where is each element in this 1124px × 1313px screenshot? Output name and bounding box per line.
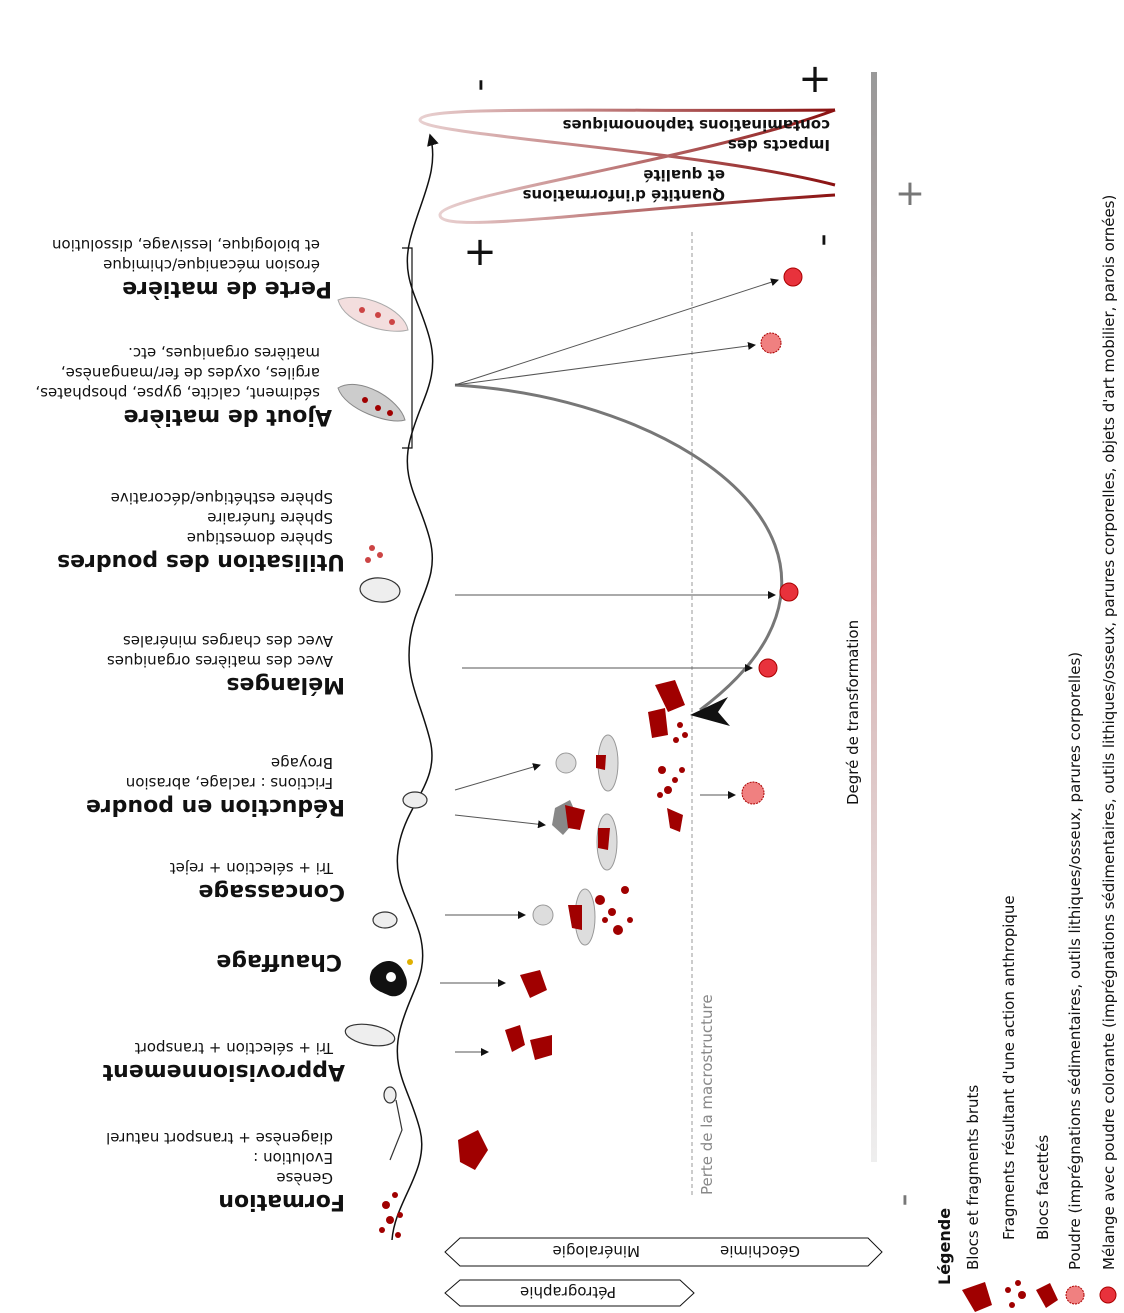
method-petro: Pétrographie — [520, 1283, 616, 1301]
mix-point — [783, 267, 803, 287]
legend-item-fragments: Fragments résultant d'une action anthrop… — [1000, 895, 1018, 1240]
legend-raw-icon — [962, 1282, 992, 1312]
legend-title: Légende — [935, 1208, 954, 1285]
legend: Légende Blocs et fragments bruts Fragmen… — [935, 195, 1118, 1312]
impacts-line-2: contaminations taphonomiques — [562, 116, 830, 134]
stage-subtext: matières organiques, etc. — [128, 344, 320, 362]
stage-3: Concassage Tri + sélection + rejet — [170, 859, 345, 904]
stage-subtext: et biologique, lessivage, dissolution — [52, 236, 320, 254]
transformation-axis — [871, 72, 877, 1162]
arrow-to-red-point — [454, 278, 779, 386]
impacts-label-group: Impacts des contaminations taphonomiques — [562, 116, 830, 154]
stage-title: Ajout de matière — [124, 404, 332, 429]
loop-minus-bottom: - — [805, 234, 846, 247]
stage-title: Utilisation des poudres — [57, 549, 345, 574]
stage-subtext: Sphère esthétique/décorative — [111, 489, 333, 507]
impacts-line-1: Impacts des — [728, 136, 830, 154]
stage-subtext: diagenèse + transport naturel — [106, 1129, 333, 1147]
timeline-curve — [391, 133, 439, 1241]
stage-subtext: érosion mécanique/chimique — [103, 256, 320, 274]
powder-point — [760, 332, 782, 354]
stage-subtext: Avec des charges minérales — [123, 632, 333, 650]
arrow-reduction-1 — [454, 763, 541, 791]
legend-facetted-icon — [1036, 1283, 1058, 1308]
stage-title: Chauffage — [216, 949, 342, 974]
stage-subtext: Evolution : — [253, 1149, 333, 1167]
legend-item-powder: Poudre (imprégnations sédimentaires, out… — [1066, 652, 1084, 1270]
legend-mix-icon — [1099, 1286, 1117, 1304]
quantity-line-1: Quantité d'informations — [522, 186, 725, 204]
raw-blocks — [458, 680, 685, 1170]
method-mineral: Minéralogie — [553, 1242, 640, 1260]
stage-4: Réduction en poudre Frictions : raclage, … — [86, 754, 345, 819]
stage-title: Approvisionnement — [102, 1059, 345, 1084]
stage-2: Chauffage — [216, 949, 342, 974]
stage-subtext: Frictions : raclage, abrasion — [126, 774, 333, 792]
stage-subtext: Tri + sélection + transport — [135, 1039, 334, 1057]
scale-minus-top-axis: - — [886, 1194, 927, 1207]
stage-subtext: Tri + sélection + rejet — [170, 859, 334, 877]
loop-plus-bottom: + — [463, 229, 497, 275]
mix-point — [758, 658, 778, 678]
loop-plus-top: + — [798, 56, 832, 102]
stage-5: Mélanges Avec des matières organiques Avec… — [107, 632, 345, 697]
legend-item-raw: Blocs et fragments bruts — [964, 1085, 982, 1270]
macro-loss-label: Perte de la macrostructure — [698, 994, 716, 1195]
legend-item-mix: Mélange avec poudre colorante (imprégnat… — [1100, 195, 1118, 1270]
stage-8: Perte de matière érosion mécanique/chimiq… — [52, 236, 332, 301]
stage-1: Approvisionnement Tri + sélection + trans… — [102, 1039, 345, 1084]
stages: Formation Genèse Evolution : diagenèse + tr… — [35, 236, 345, 1214]
fragments — [379, 722, 688, 1238]
transformation-label: Degré de transformation — [844, 620, 862, 805]
legend-fragments-icon — [1005, 1280, 1026, 1308]
return-curve — [454, 383, 784, 712]
method-geochem-arrow: Géochimie Minéralogie — [444, 1237, 883, 1267]
quantity-line-2: et qualité — [643, 166, 725, 184]
powder-point — [741, 781, 765, 805]
stage-title: Mélanges — [226, 672, 345, 697]
grinding-stones — [532, 734, 619, 946]
method-geochem: Géochimie — [720, 1242, 800, 1260]
return-arrowhead — [690, 697, 730, 726]
arrow-to-powder-point — [454, 341, 756, 386]
stage-title: Perte de matière — [122, 276, 332, 301]
stage-title: Réduction en poudre — [86, 794, 345, 819]
stage-subtext: Genèse — [276, 1169, 333, 1187]
stage-7: Ajout de matière sédiment, calcite, gypse… — [35, 344, 332, 429]
info-loops — [418, 108, 836, 224]
mix-point — [779, 582, 799, 602]
loop-minus-top: - — [462, 79, 503, 92]
stage-0: Formation Genèse Evolution : diagenèse + tr… — [106, 1129, 345, 1214]
stage-title: Concassage — [198, 879, 345, 904]
stage-6: Utilisation des poudres Sphère domestique… — [57, 489, 345, 574]
stage-title: Formation — [218, 1189, 345, 1214]
method-petro-arrow: Pétrographie — [444, 1279, 695, 1307]
bracket — [402, 247, 413, 449]
mixing-blobs — [337, 296, 409, 563]
stage-subtext: Avec des matières organiques — [107, 652, 333, 670]
quantity-label-group: Quantité d'informations et qualité — [522, 166, 725, 204]
legend-powder-icon — [1065, 1285, 1085, 1305]
flame-icon — [369, 959, 413, 997]
figures — [344, 577, 428, 1161]
stage-subtext: argiles, oxydes de fer/manganèse, — [61, 364, 320, 382]
stage-subtext: Broyage — [271, 754, 333, 772]
scale-plus-bottom-axis: + — [895, 173, 925, 214]
stage-subtext: Sphère funéraire — [207, 509, 333, 527]
stage-subtext: Sphère domestique — [187, 529, 333, 547]
stage-subtext: sédiment, calcite, gypse, phosphates, — [35, 384, 320, 402]
legend-item-facetted: Blocs facettés — [1034, 1135, 1052, 1240]
arrow-reduction-2 — [454, 814, 546, 829]
